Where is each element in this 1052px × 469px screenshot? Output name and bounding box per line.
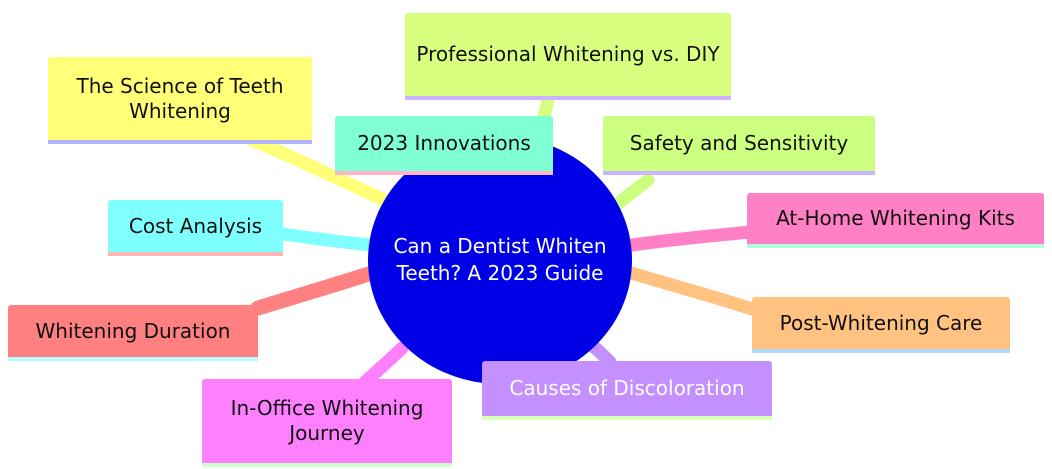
central-topic-label: Can a Dentist Whiten Teeth? A 2023 Guide — [393, 234, 607, 285]
node-inoffice[interactable]: In-Office Whitening Journey — [202, 379, 452, 467]
node-duration-label: Whitening Duration — [35, 318, 231, 343]
node-athome[interactable]: At-Home Whitening Kits — [747, 193, 1044, 248]
node-safety[interactable]: Safety and Sensitivity — [603, 116, 875, 175]
node-science-label: The Science of Teeth Whitening — [76, 73, 284, 123]
node-professional[interactable]: Professional Whitening vs. DIY — [405, 13, 731, 100]
node-cost[interactable]: Cost Analysis — [108, 200, 283, 256]
edge-causes — [587, 340, 617, 369]
node-inoffice-label: In-Office Whitening Journey — [230, 396, 424, 445]
node-professional-label: Professional Whitening vs. DIY — [416, 42, 720, 66]
edge-post — [621, 265, 762, 317]
node-causes[interactable]: Causes of Discoloration — [482, 361, 772, 420]
central-topic[interactable]: Can a Dentist Whiten Teeth? A 2023 Guide — [368, 136, 632, 384]
node-athome-label: At-Home Whitening Kits — [776, 206, 1015, 230]
node-post-label: Post-Whitening Care — [779, 310, 983, 335]
edge-inoffice — [358, 341, 409, 389]
node-innovations-label: 2023 Innovations — [357, 131, 531, 155]
edge-science — [245, 133, 402, 212]
node-safety-label: Safety and Sensitivity — [629, 131, 849, 155]
edge-athome — [618, 225, 757, 253]
node-causes-label: Causes of Discoloration — [509, 376, 745, 400]
edge-cost — [276, 227, 387, 253]
node-post[interactable]: Post-Whitening Care — [752, 297, 1010, 353]
node-science[interactable]: The Science of Teeth Whitening — [48, 57, 312, 144]
edge-duration — [250, 264, 383, 316]
node-cost-label: Cost Analysis — [128, 213, 263, 238]
node-innovations[interactable]: 2023 Innovations — [335, 116, 553, 175]
node-duration[interactable]: Whitening Duration — [8, 305, 258, 361]
